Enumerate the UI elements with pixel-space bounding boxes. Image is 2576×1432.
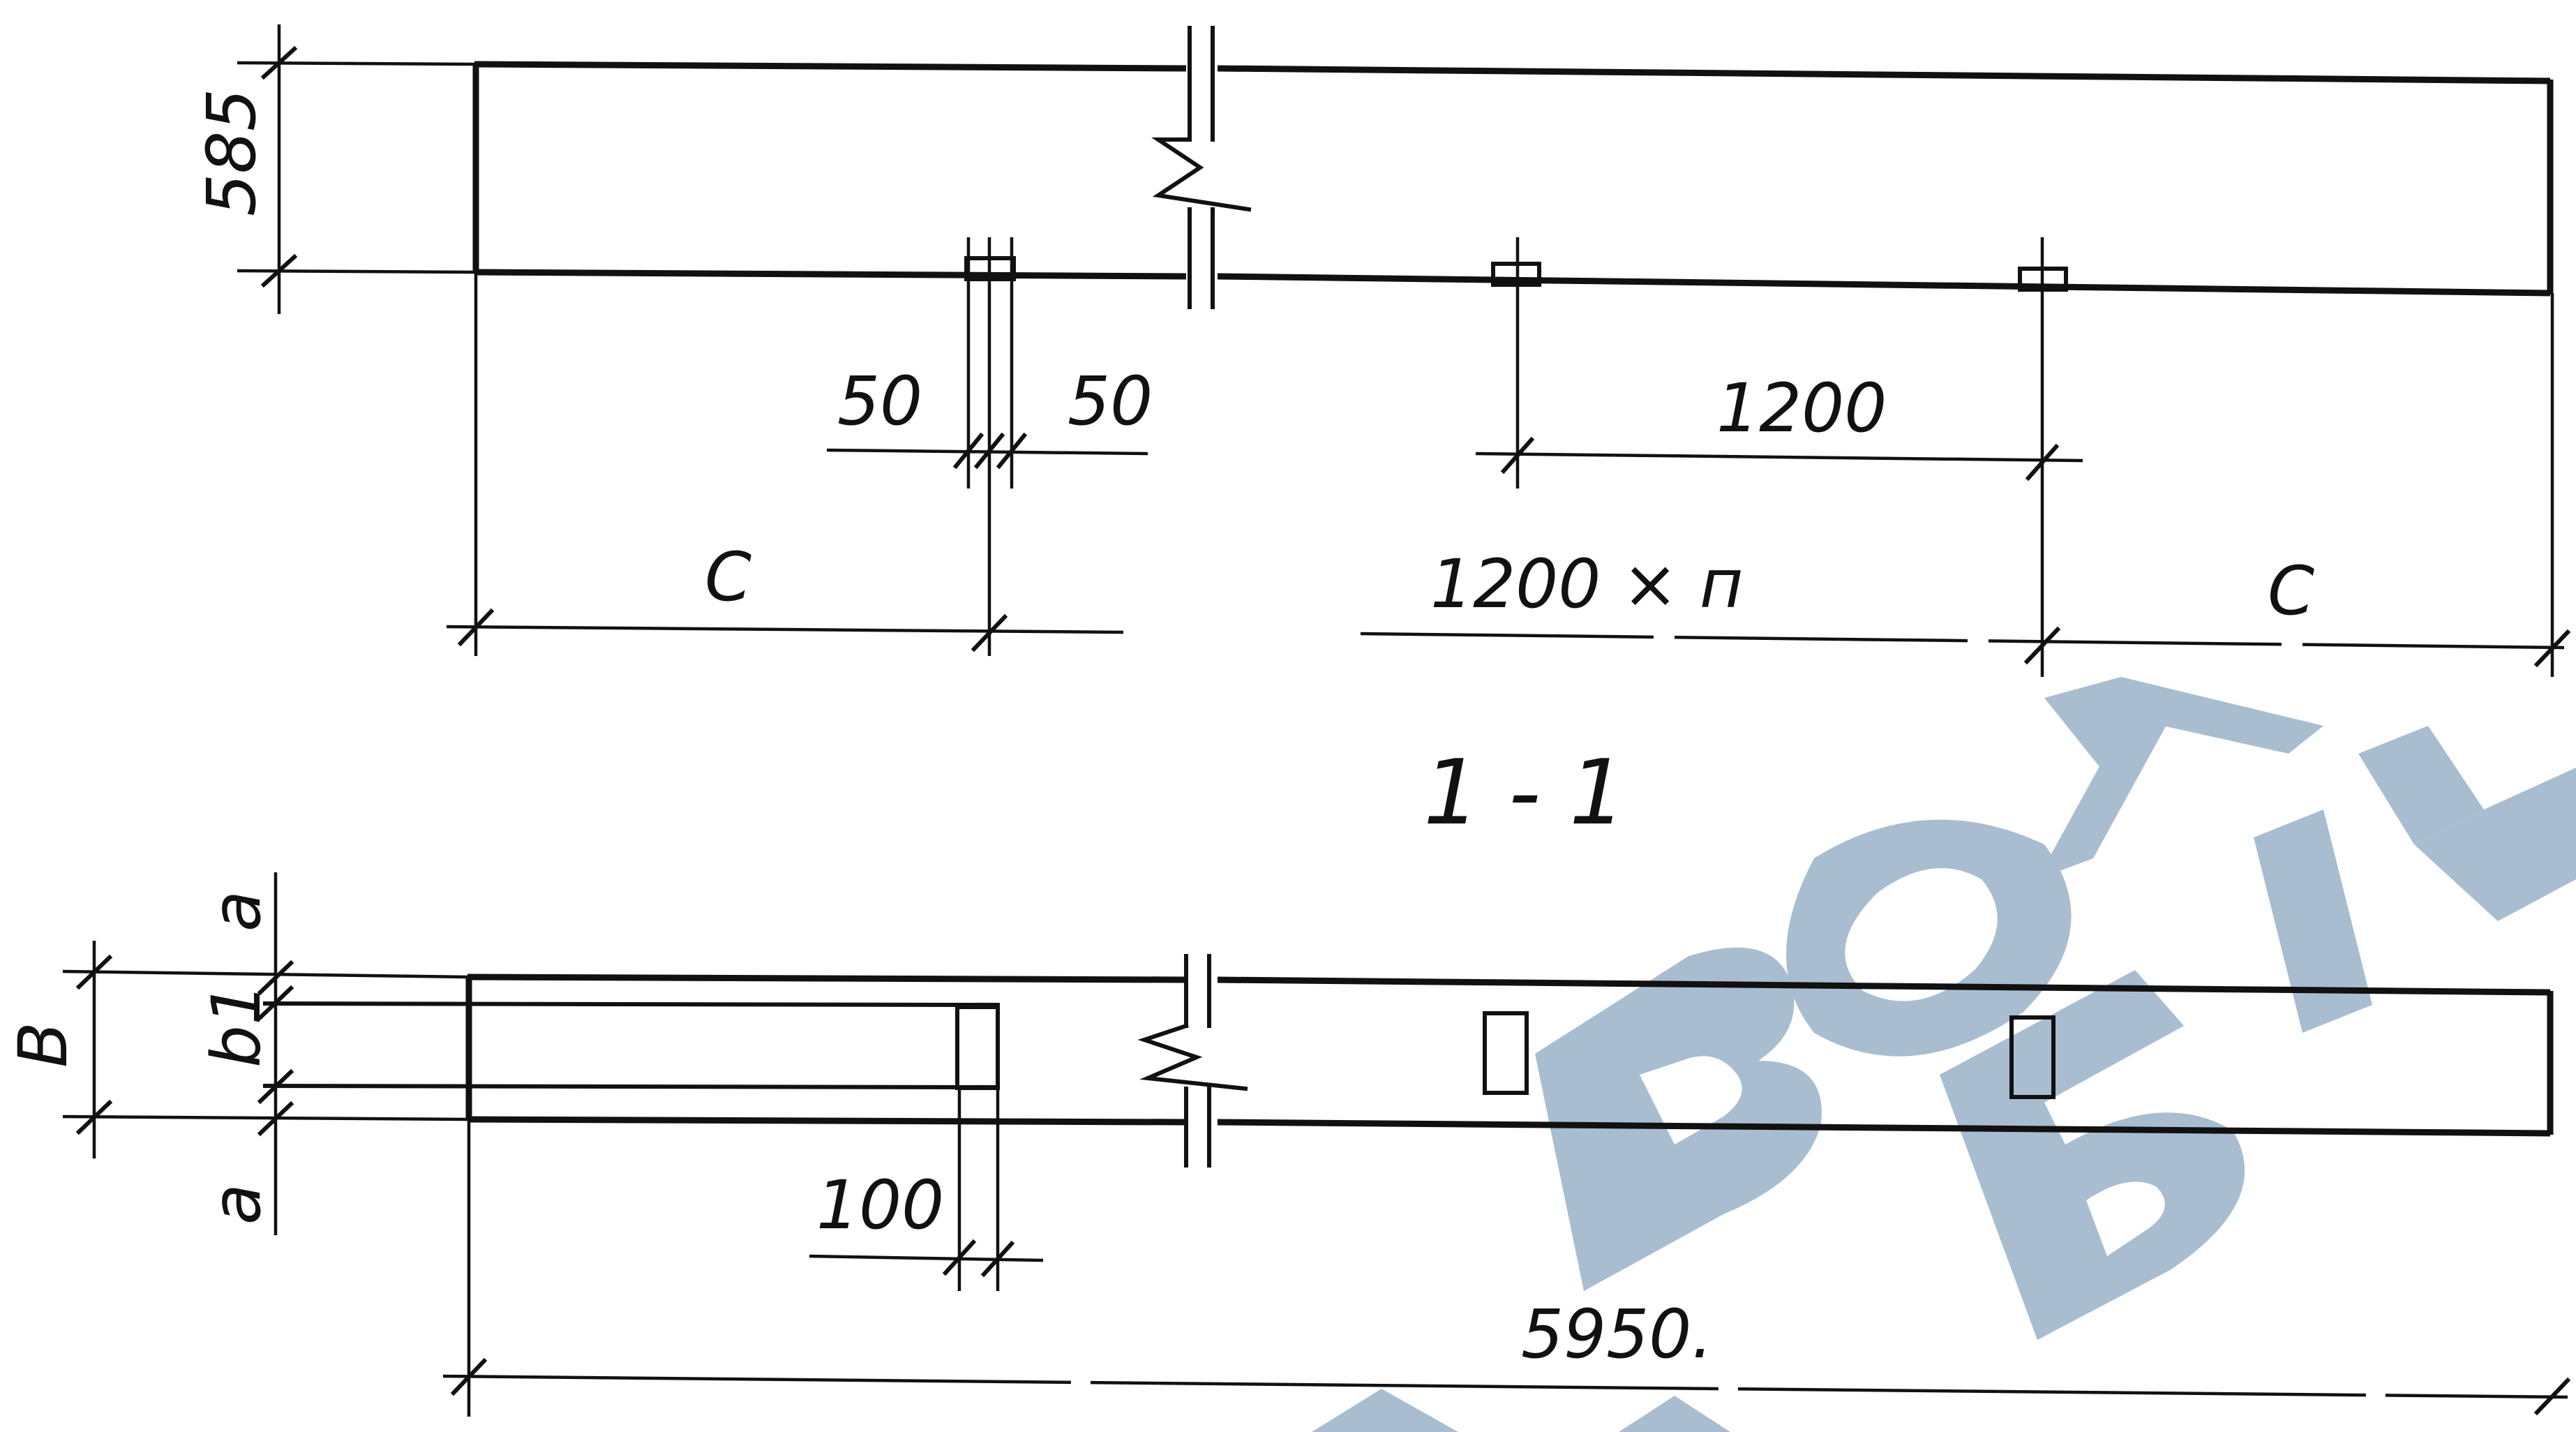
bottom-offset-dim-label: a xyxy=(197,1184,276,1225)
plan-bottom-edge-left xyxy=(467,1116,1187,1126)
left-edge-dim-label: C xyxy=(705,538,751,616)
plan-slot-1 xyxy=(955,1005,1000,1090)
inner-width-dim-label: b1 xyxy=(197,983,276,1068)
plan-bottom-edge-right xyxy=(1217,1119,2551,1137)
middle-dim-label: 1200 × п xyxy=(1430,545,1744,623)
plan-slot-2 xyxy=(1483,1011,1529,1095)
inner-bottom-line xyxy=(262,1083,1001,1090)
width-dim-label: B xyxy=(4,1022,82,1068)
side-elevation-view: 585 50 50 1200 C 1200 × п C xyxy=(193,24,2571,677)
break-symbol-lower xyxy=(1137,954,1248,1168)
plan-top-edge-right xyxy=(1217,976,2551,996)
spacing-dim-line xyxy=(1475,452,2083,463)
slot-width-dim-line xyxy=(809,1254,1044,1262)
total-length-dim-label: 5950. xyxy=(1521,1295,1713,1373)
right-gap-dim-label: 50 xyxy=(1068,362,1153,440)
total-length-dim-line xyxy=(442,1374,2568,1399)
break-symbol-upper xyxy=(1151,26,1252,309)
right-edge-dim-label: C xyxy=(2268,552,2314,630)
left-gap-dim-label: 50 xyxy=(837,362,922,440)
section-label: 1 - 1 xyxy=(1423,741,1626,845)
watermark-logo xyxy=(1312,677,2576,1432)
chain-dim-line-right xyxy=(1360,632,2565,650)
beam-top-edge-right xyxy=(1217,65,2551,84)
plan-top-edge-left xyxy=(467,974,1187,983)
beam-bottom-edge-right xyxy=(1217,273,2551,297)
top-offset-dim-label: a xyxy=(197,890,276,932)
beam-bottom-edge-left xyxy=(474,269,1187,280)
chain-dim-line-left xyxy=(446,625,1124,634)
slot-width-dim-label: 100 xyxy=(816,1166,944,1244)
spacing-dim-label: 1200 xyxy=(1716,369,1887,447)
plan-slot-3 xyxy=(2009,1015,2055,1099)
beam-top-edge-left xyxy=(474,61,1187,72)
height-dim-label: 585 xyxy=(193,89,271,216)
inner-top-line xyxy=(262,1001,1001,1008)
plan-view: B a b1 a 100 5950. xyxy=(4,872,2571,1417)
